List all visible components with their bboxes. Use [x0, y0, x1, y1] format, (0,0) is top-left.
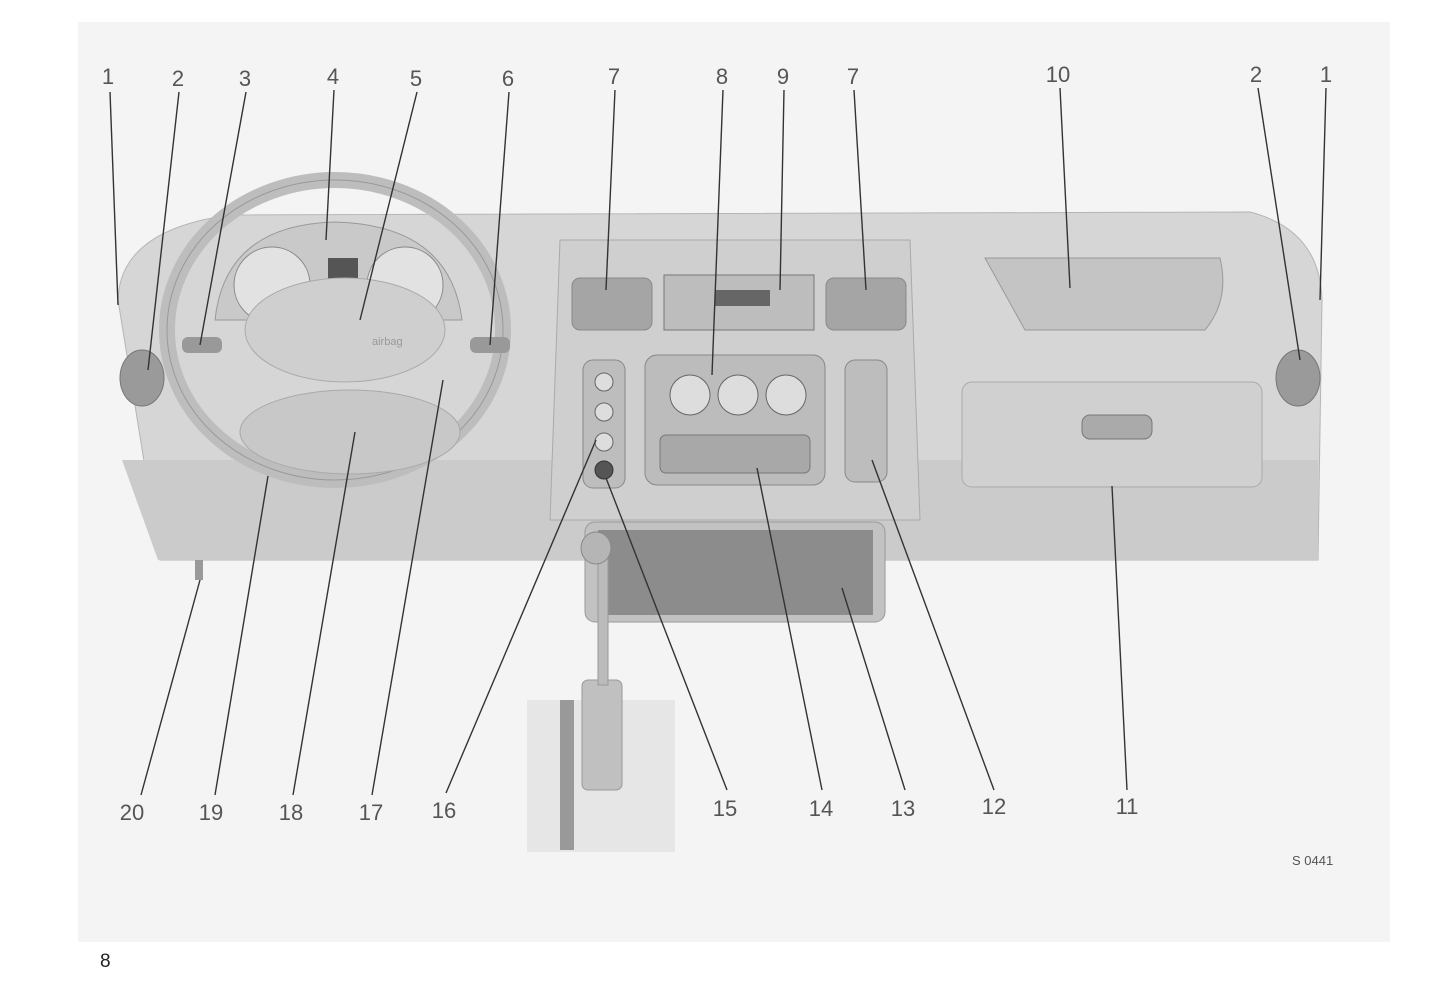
airbag-hub	[244, 277, 446, 383]
callout-2: 2	[172, 66, 184, 91]
callout-1b: 1	[1320, 62, 1332, 87]
left-stalk	[182, 337, 222, 353]
gear-boot	[581, 679, 623, 791]
center-vent-left	[571, 277, 653, 331]
handbrake	[560, 700, 574, 850]
callout-14: 14	[809, 796, 833, 821]
bonnet-release	[195, 560, 203, 580]
callout-19: 19	[199, 800, 223, 825]
airbag-label: airbag	[372, 336, 403, 348]
gear-lever	[597, 554, 609, 686]
callout-10: 10	[1046, 62, 1070, 87]
callout-11: 11	[1116, 794, 1139, 819]
horn-pad	[239, 389, 461, 475]
callout-15: 15	[713, 796, 737, 821]
callout-9: 9	[777, 64, 789, 89]
callout-13: 13	[891, 796, 915, 821]
callout-20: 20	[120, 800, 144, 825]
callout-2b: 2	[1250, 62, 1262, 87]
callout-7: 7	[608, 64, 620, 89]
callout-12: 12	[982, 794, 1006, 819]
light-switch-panel	[844, 359, 888, 483]
callout-6: 6	[502, 66, 514, 91]
callout-8: 8	[716, 64, 728, 89]
callout-7b: 7	[847, 64, 859, 89]
callouts-bottom: 20 19 18 17 16 15 14 13 12 11	[120, 794, 1139, 825]
callout-5: 5	[410, 66, 422, 91]
figure-code: S 0441	[1292, 853, 1333, 868]
callout-16: 16	[432, 798, 456, 823]
storage-tray	[659, 434, 811, 474]
center-vent-right	[825, 277, 907, 331]
side-vent-left	[119, 349, 165, 407]
callout-3: 3	[239, 66, 251, 91]
leader-lines	[109, 87, 1327, 796]
callout-17: 17	[359, 800, 383, 825]
switch-panel	[582, 359, 626, 489]
storage-net	[598, 530, 873, 615]
callout-18: 18	[279, 800, 303, 825]
callout-1: 1	[102, 64, 114, 89]
glovebox-handle	[1081, 414, 1153, 440]
callout-4: 4	[327, 64, 339, 89]
page-number: 8	[100, 951, 111, 972]
callouts-top: 1 2 3 4 5 6 7 8 9 7 10 2 1	[102, 62, 1332, 91]
side-vent-right	[1275, 349, 1321, 407]
gear-knob	[580, 531, 612, 565]
upper-compartment	[984, 257, 1224, 331]
